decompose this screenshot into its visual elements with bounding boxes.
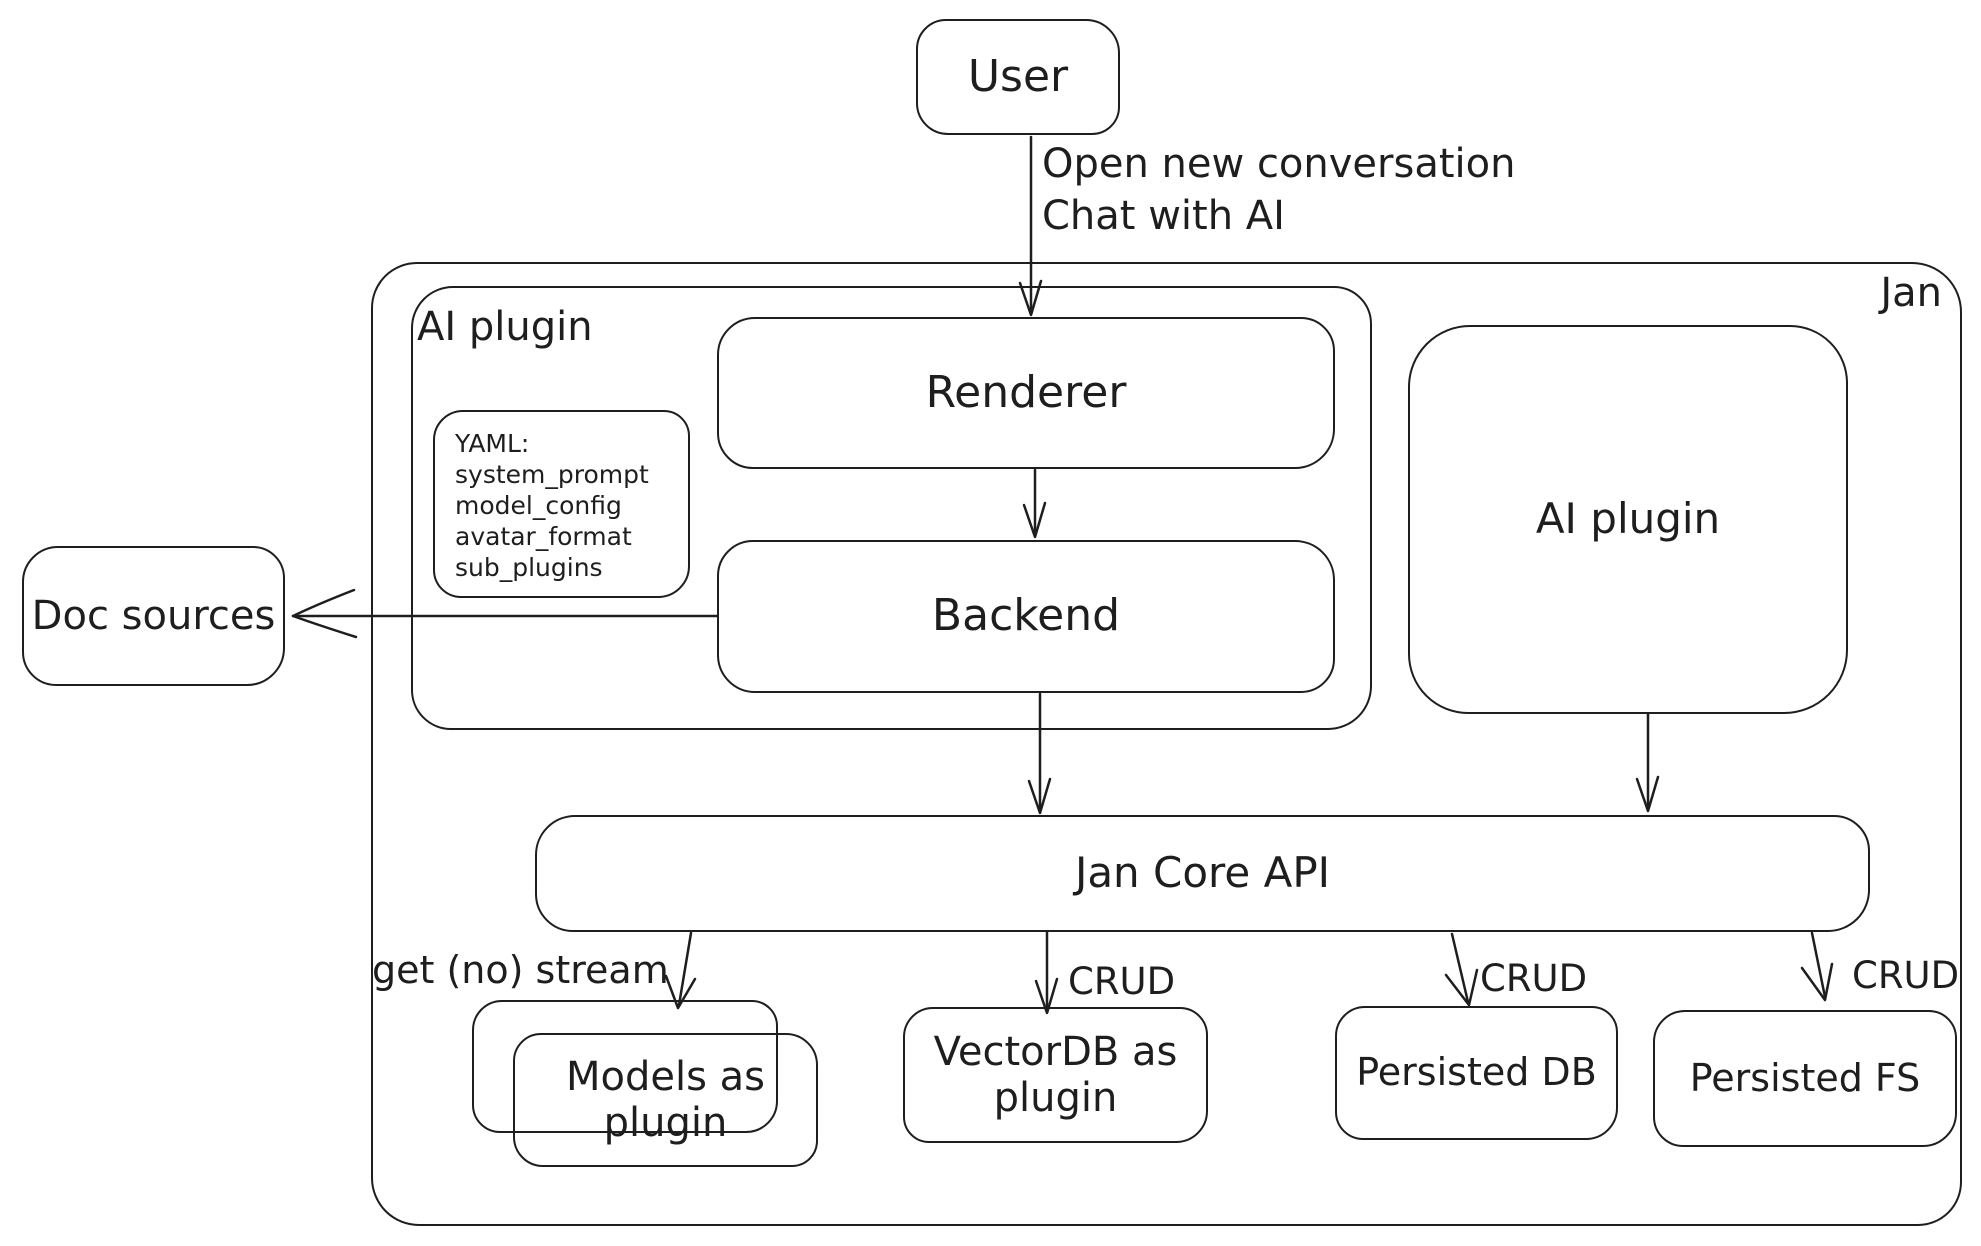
jan-container-label: Jan — [1880, 270, 1942, 316]
backend-node-label: Backend — [931, 590, 1121, 642]
yaml-note-line: YAML: — [455, 429, 530, 458]
yaml-note-line: model_config — [455, 491, 622, 520]
models-plugin-shadow-box — [472, 1000, 778, 1133]
renderer-node: Renderer — [717, 317, 1335, 469]
models-plugin-node: Models as plugin — [513, 1033, 818, 1167]
ai-plugin-group-label: AI plugin — [417, 304, 593, 350]
persisted-fs-node: Persisted FS — [1653, 1010, 1957, 1147]
vectordb-node: VectorDB as plugin — [903, 1007, 1208, 1143]
ai-plugin-group-box: AI plugin — [411, 286, 1372, 730]
edge-label-get-stream: get (no) stream — [372, 948, 669, 992]
vectordb-node-label: VectorDB as plugin — [933, 1029, 1178, 1121]
user-node: User — [916, 19, 1120, 135]
user-node-label: User — [967, 50, 1069, 102]
edge-label-crud-persisted-fs: CRUD — [1852, 954, 1960, 997]
edge-label-open-conversation-line2: Chat with AI — [1042, 193, 1285, 239]
models-plugin-node-label: Models as plugin — [565, 1054, 765, 1146]
doc-sources-node-label: Doc sources — [31, 593, 276, 639]
yaml-note-line: system_prompt — [455, 460, 649, 489]
edge-label-crud-persisted-db: CRUD — [1480, 957, 1588, 1000]
persisted-fs-node-label: Persisted FS — [1689, 1055, 1921, 1100]
yaml-note-line: avatar_format — [455, 522, 632, 551]
edge-label-crud-vectordb: CRUD — [1068, 960, 1176, 1003]
renderer-node-label: Renderer — [925, 366, 1127, 418]
edge-label-open-conversation-line1: Open new conversation — [1042, 141, 1516, 187]
yaml-note-line: sub_plugins — [455, 553, 603, 582]
persisted-db-node-label: Persisted DB — [1356, 1050, 1597, 1095]
ai-plugin-node-label: AI plugin — [1535, 494, 1721, 544]
edge-label-open-conversation: Open new conversation Chat with AI — [1042, 138, 1515, 242]
jan-core-api-node-label: Jan Core API — [1074, 848, 1331, 898]
doc-sources-node: Doc sources — [22, 546, 285, 686]
ai-plugin-node: AI plugin — [1408, 325, 1848, 714]
yaml-note: YAML: system_prompt model_config avatar_… — [433, 410, 690, 598]
jan-core-api-node: Jan Core API — [535, 815, 1870, 932]
persisted-db-node: Persisted DB — [1335, 1006, 1618, 1140]
jan-container-box: Jan — [371, 262, 1962, 1226]
backend-node: Backend — [717, 540, 1335, 693]
